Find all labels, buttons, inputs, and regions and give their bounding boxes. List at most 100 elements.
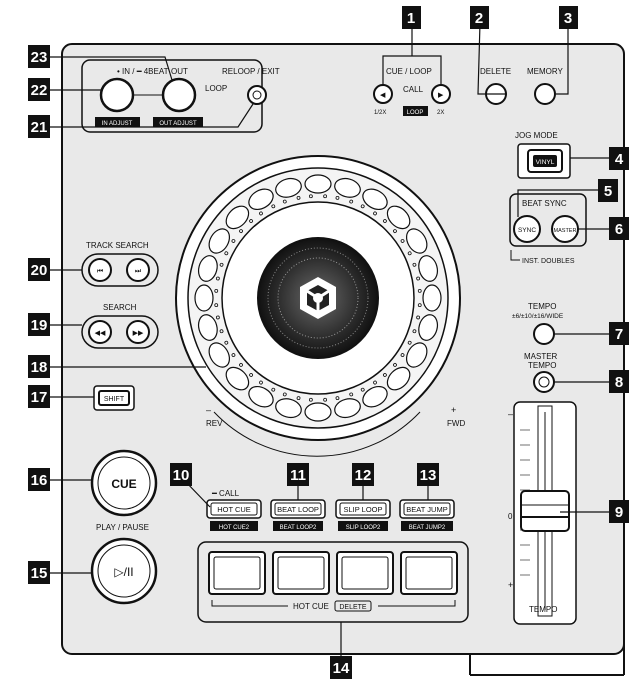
jog-ring-dot [349,199,354,204]
jog-ring-slot [248,385,274,408]
jog-ring-slot [194,284,214,312]
cue-button[interactable] [90,449,158,517]
svg-text:3: 3 [564,10,572,27]
loop-label: LOOP [205,84,227,93]
search-rewind-button[interactable] [88,320,112,344]
rev-label: REV [206,419,223,428]
jog-ring-dot [214,288,219,293]
reloop-exit-button[interactable] [247,85,267,105]
slider-plus-label: + [508,580,513,590]
slip-loop2-label: SLIP LOOP2 [346,525,381,531]
callout-14: 14 [330,656,352,679]
fast-forward-icon: ▶▶ [133,330,144,337]
jog-ring-dot [416,315,421,320]
jog-ring-dot [282,199,287,204]
loop-badge [403,106,428,116]
jog-ring-dot [373,380,377,385]
jog-ring-dot [407,340,412,345]
hot-cue-button[interactable] [206,499,262,519]
jog-ring-dot [224,340,229,345]
pads-delete-label: DELETE [339,604,367,611]
loop-section: • IN / ━ 4BEAT OUT IN ADJUST OUT ADJUST … [81,59,280,133]
performance-pad-4[interactable] [400,551,458,595]
callout-10: 10 [170,463,192,486]
memory-label: MEMORY [527,67,564,76]
jog-ring-dot [271,204,276,209]
jog-ring-dot [215,315,220,320]
jog-ring-dot [407,251,412,256]
svg-text:6: 6 [615,221,623,238]
jog-ring-dot [335,195,340,200]
search-section: SEARCH ◀◀ ▶▶ [81,303,159,349]
sync-label: SYNC [518,227,536,234]
jog-ring-dot [412,329,417,334]
tempo-fader-knob[interactable] [520,490,570,532]
loop-in-button[interactable] [99,77,135,113]
in-adjust-label: IN ADJUST [102,121,133,127]
hot-cue-label: HOT CUE [217,505,251,514]
jog-ring-dot [249,373,253,377]
tempo-range-button[interactable] [533,323,555,345]
master-tempo-button[interactable] [533,371,555,393]
vinyl-label: VINYL [536,159,555,166]
tempo-range-section: TEMPO ±6/±10/±16/WIDE MASTER TEMPO [512,302,564,393]
jog-wheel[interactable] [175,155,461,457]
performance-pad-1[interactable] [208,551,266,595]
memory-button[interactable] [534,83,556,105]
rewind-icon: ◀◀ [95,330,106,337]
tempo-slider: – 0 + TEMPO [508,401,577,625]
jog-ring-dot [360,387,365,392]
track-search-section: TRACK SEARCH ⏮ ⏭ [81,241,159,287]
svg-text:21: 21 [31,119,48,136]
jog-ring-dot [282,392,287,397]
jog-ring-dot [360,204,365,209]
jog-ring-dot [296,396,301,401]
sync-button[interactable] [513,215,541,243]
beat-sync-label: BEAT SYNC [522,199,567,208]
skip-back-icon: ⏮ [97,268,103,275]
svg-text:17: 17 [31,389,48,406]
play-pause-button[interactable] [90,537,158,605]
jog-ring-dot [412,262,417,267]
callout-7: 7 [609,322,629,345]
cue-loop-label: CUE / LOOP [386,67,432,76]
jog-ring-slot [362,385,388,408]
shift-button[interactable] [98,390,130,406]
jog-ring-dot [219,262,224,267]
jog-ring-dot [400,353,405,357]
master-tempo-label-2: TEMPO [528,361,556,370]
slider-minus-label: – [508,409,513,419]
beat-jump-label: BEAT JUMP [406,505,447,514]
jog-ring-slot [197,314,218,341]
jog-ring-dot [308,194,313,199]
jog-ring-dot [323,194,328,199]
master-label: MASTER [554,228,577,234]
svg-text:7: 7 [615,326,623,343]
rev-sign: – [206,405,211,415]
performance-pad-3[interactable] [336,551,394,595]
pads-hot-cue-label: HOT CUE [293,602,329,611]
jog-ring-dot [231,239,236,243]
jog-ring-dot [416,276,421,281]
out-label: OUT [171,67,188,76]
svg-text:18: 18 [31,359,48,376]
callout-19: 19 [28,313,50,336]
in-4beat-label: • IN / ━ 4BEAT [117,67,169,76]
beat-jump-button[interactable] [399,499,455,519]
track-search-prev-button[interactable] [88,258,112,282]
jog-ring-dot [215,276,220,281]
search-forward-button[interactable] [126,320,150,344]
jog-ring-dot [400,239,405,243]
svg-text:15: 15 [31,565,48,582]
performance-pad-2[interactable] [272,551,330,595]
jog-ring-dot [231,353,236,357]
skip-forward-icon: ⏭ [135,268,142,275]
svg-text:13: 13 [420,467,437,484]
search-label: SEARCH [103,303,137,312]
svg-text:10: 10 [173,467,190,484]
loop-out-button[interactable] [161,77,197,113]
track-search-next-button[interactable] [126,258,150,282]
call-minus-label: ━ CALL [211,489,240,498]
callout-4: 4 [609,147,629,170]
